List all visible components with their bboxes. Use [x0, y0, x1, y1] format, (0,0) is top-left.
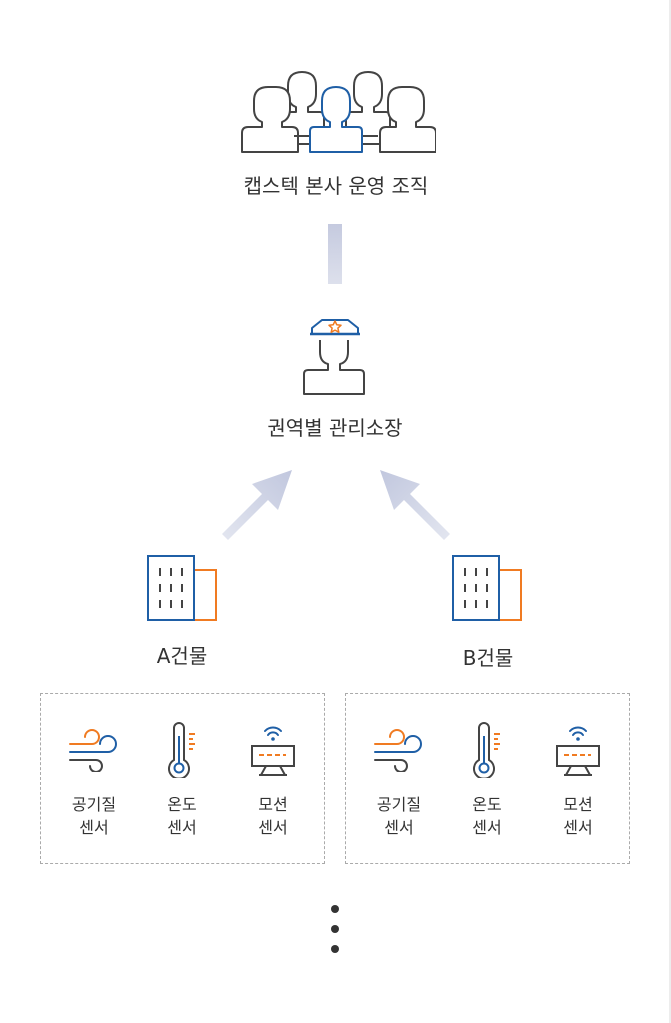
manager-label: 권역별 관리소장	[267, 416, 403, 440]
building-b-label: B건물	[462, 646, 514, 670]
page-right-border	[669, 0, 671, 1023]
sensor-group-b	[345, 693, 630, 864]
building-a-icon	[147, 555, 217, 621]
people-group-icon	[241, 71, 436, 153]
ellipsis-dot	[331, 925, 339, 933]
ellipsis-dot	[331, 945, 339, 953]
ellipsis-dot	[331, 905, 339, 913]
wind-icon	[374, 729, 422, 772]
motion-sensor-icon	[556, 726, 600, 776]
wind-icon	[69, 729, 117, 772]
hq-connector-bar	[328, 224, 342, 284]
manager-icon	[303, 319, 365, 395]
thermometer-icon	[168, 722, 195, 778]
arrow-b-to-manager	[380, 470, 450, 540]
arrow-a-to-manager	[222, 470, 292, 540]
building-a-label: A건물	[156, 644, 208, 668]
building-b-icon	[452, 555, 522, 621]
motion-sensor-icon	[251, 726, 295, 776]
sensor-group-a	[40, 693, 325, 864]
thermometer-icon	[473, 722, 500, 778]
hq-label: 캡스텍 본사 운영 조직	[243, 174, 429, 198]
